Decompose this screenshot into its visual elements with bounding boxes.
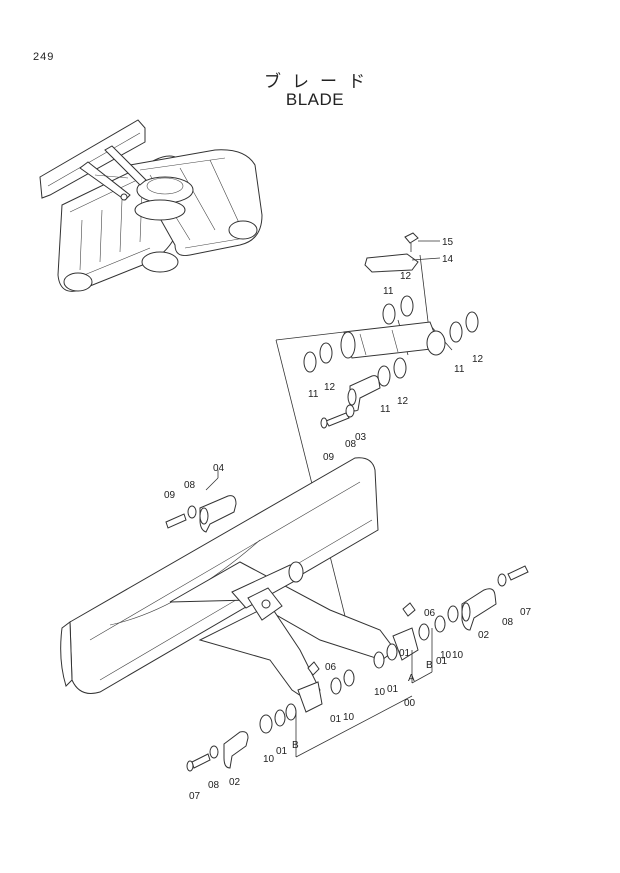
excavator-overview-illustration: [39, 119, 263, 292]
callout-02: 02: [478, 630, 490, 641]
callout-06: 06: [424, 608, 436, 619]
callout-A: A: [408, 673, 415, 684]
callout-12: 12: [400, 271, 412, 282]
callout-03: 03: [355, 432, 367, 443]
callout-01: 01: [276, 746, 288, 757]
callout-07: 07: [189, 791, 201, 802]
callout-11: 11: [380, 404, 391, 415]
callout-07: 07: [520, 607, 532, 618]
callout-01: 01: [436, 656, 448, 667]
callout-01: 01: [330, 714, 342, 725]
callout-06: 06: [325, 662, 337, 673]
page-number: 249: [33, 51, 55, 63]
callout-01: 01: [387, 684, 399, 695]
part-04-bracket: [165, 495, 237, 533]
blade-body: [60, 457, 419, 713]
title-english: BLADE: [285, 90, 345, 109]
callout-12: 12: [324, 382, 336, 393]
callout-11: 11: [383, 286, 394, 297]
callout-B: B: [426, 660, 433, 671]
callout-08: 08: [502, 617, 514, 628]
callout-10: 10: [374, 687, 386, 698]
callout-10: 10: [440, 650, 452, 661]
callout-12: 12: [397, 396, 409, 407]
callout-04: 04: [213, 463, 225, 474]
callout-12: 12: [472, 354, 484, 365]
callout-B: B: [292, 740, 299, 751]
title-japanese: ブレード: [264, 72, 376, 91]
callout-10: 10: [263, 754, 275, 765]
callout-11: 11: [454, 364, 465, 375]
cylinder-assembly: [303, 232, 479, 429]
callout-10: 10: [343, 712, 355, 723]
callout-leader-lines: [205, 240, 441, 758]
callout-14: 14: [442, 254, 454, 265]
callout-01: 01: [399, 648, 411, 659]
callout-11: 11: [308, 389, 319, 400]
callout-10: 10: [452, 650, 464, 661]
callout-09: 09: [164, 490, 176, 501]
callout-15: 15: [442, 237, 454, 248]
callout-02: 02: [229, 777, 241, 788]
callout-labels: 15 14 12 11 11 12 11 12 11 12 08 03 09 0…: [164, 237, 532, 802]
callout-00: 00: [404, 698, 416, 709]
callout-08: 08: [184, 480, 196, 491]
callout-08: 08: [345, 439, 357, 450]
lower-pin-parts: [186, 703, 297, 772]
callout-09: 09: [323, 452, 335, 463]
right-pin-parts: [307, 565, 529, 695]
callout-08: 08: [208, 780, 220, 791]
